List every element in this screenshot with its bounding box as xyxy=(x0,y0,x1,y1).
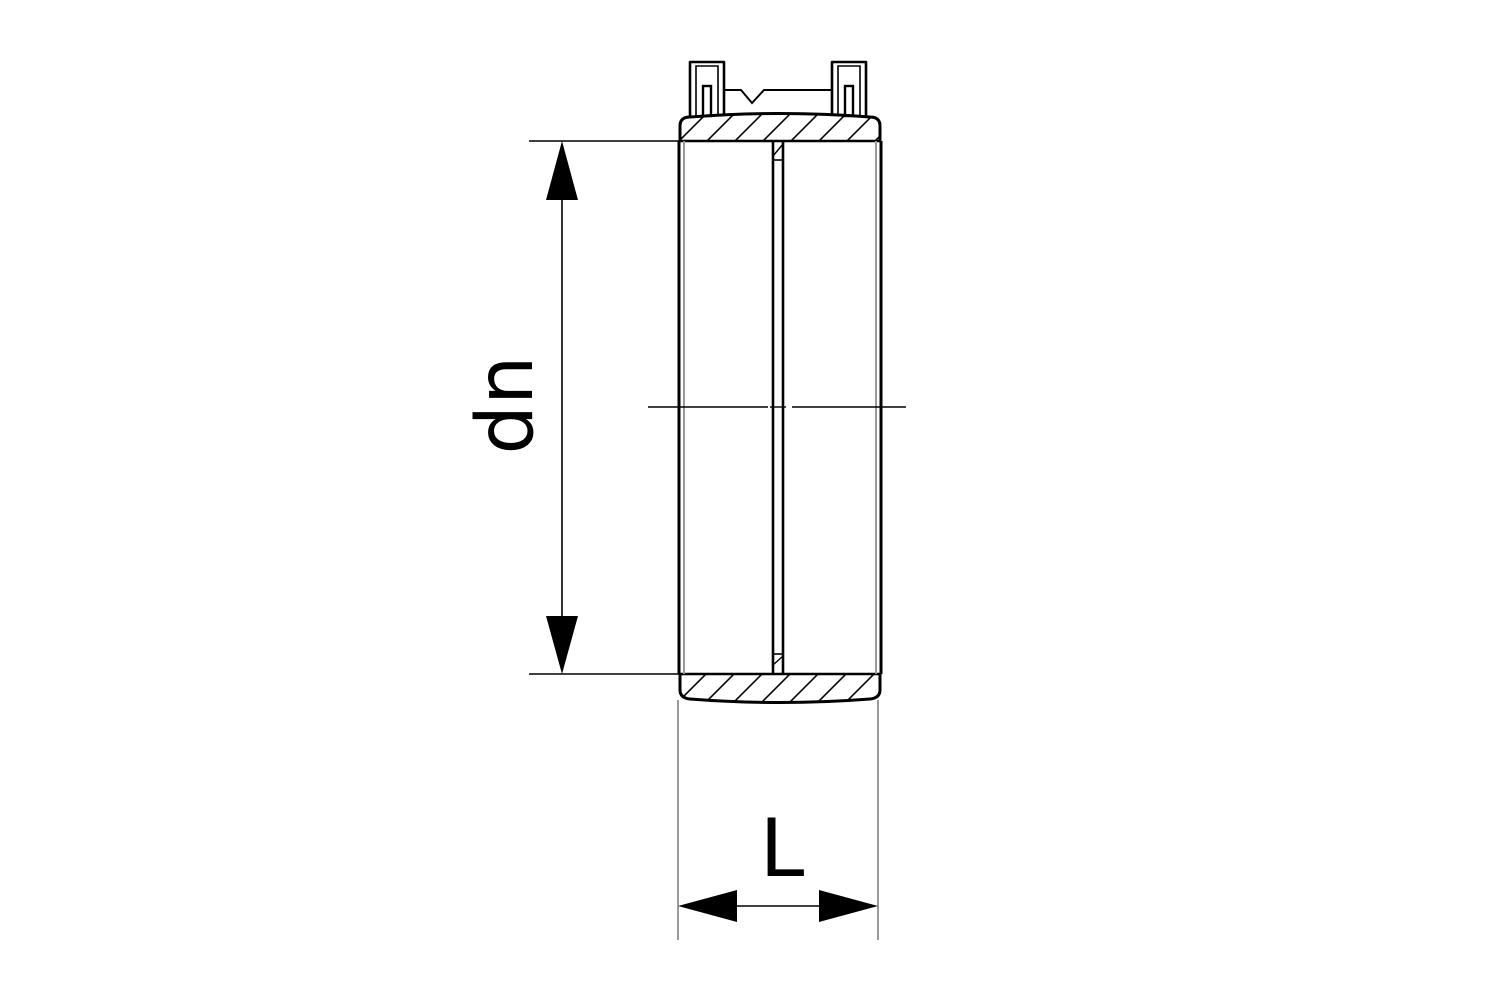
arrow-up-icon xyxy=(546,141,578,200)
arrow-left-icon xyxy=(678,890,737,922)
l-dimension xyxy=(677,700,879,940)
right-terminal-icon xyxy=(830,60,868,118)
top-wall-section xyxy=(678,112,882,143)
arrow-down-icon xyxy=(546,616,578,674)
dn-label: dn xyxy=(461,356,551,455)
terminal-bridge xyxy=(724,89,832,105)
terminal-pins xyxy=(688,60,868,118)
arrow-right-icon xyxy=(819,890,878,922)
l-label: L xyxy=(760,802,805,895)
left-terminal-icon xyxy=(688,60,726,118)
bottom-wall-section xyxy=(678,672,882,704)
dn-dimension xyxy=(529,140,680,675)
